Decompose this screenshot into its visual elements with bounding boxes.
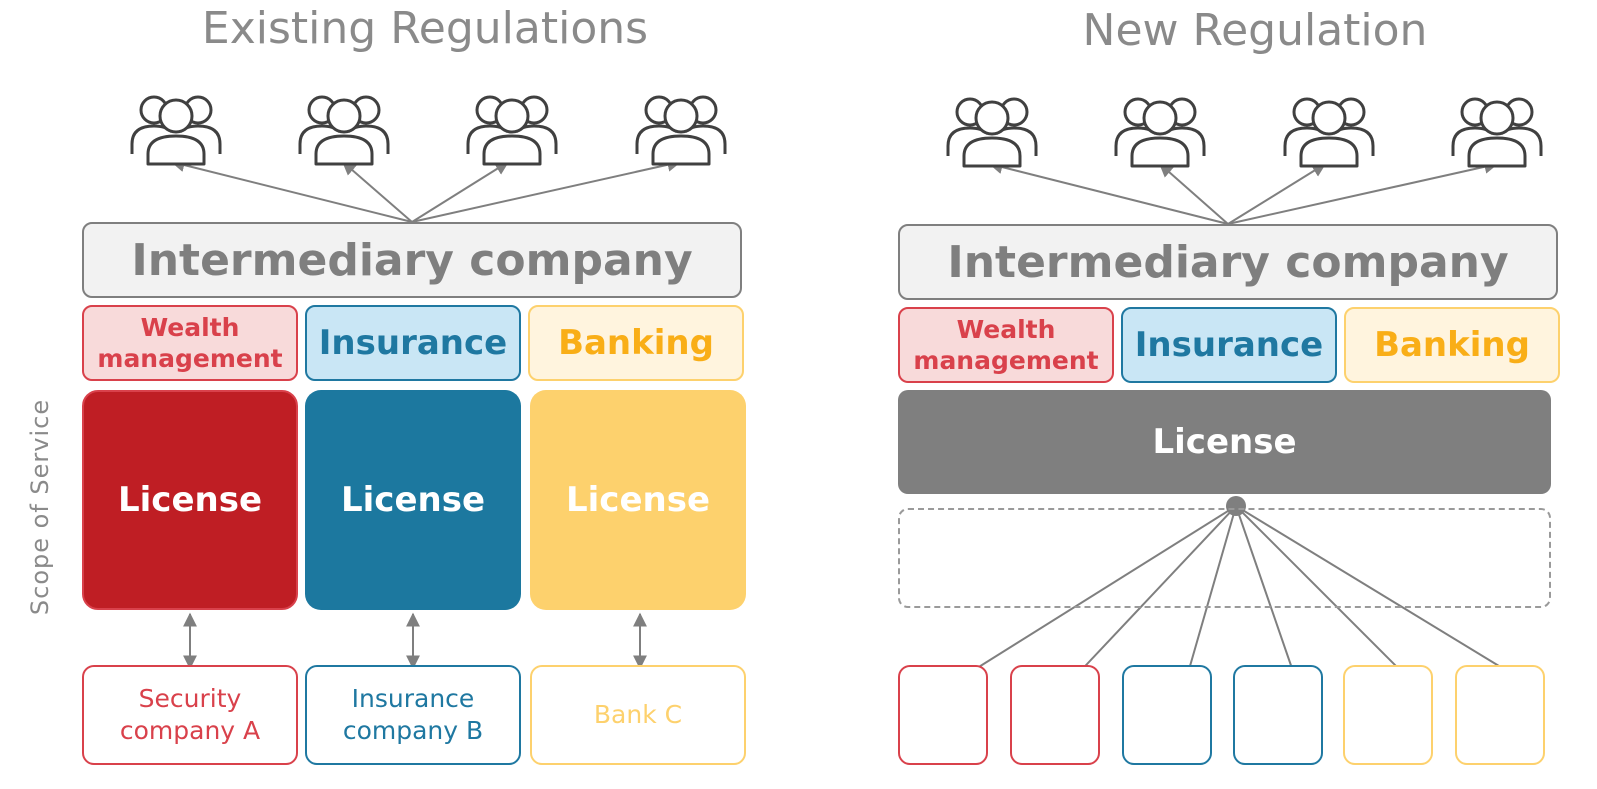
security-company-a-box: Security company A <box>82 665 298 765</box>
right-unified-license: License <box>898 390 1551 494</box>
provider-box <box>1010 665 1100 765</box>
provider-box <box>1233 665 1323 765</box>
provider-box <box>1122 665 1212 765</box>
arrow-to-provider-5 <box>1235 505 1411 681</box>
left-category-wealth: Wealth management <box>82 305 298 381</box>
arrow-to-user-4 <box>411 157 682 223</box>
right-category-insurance: Insurance <box>1121 307 1337 383</box>
left-intermediary-company: Intermediary company <box>82 222 742 298</box>
scope-of-service-label: Scope of Service <box>26 398 54 616</box>
right-scope-dashed-area <box>898 508 1551 608</box>
left-category-banking: Banking <box>528 305 744 381</box>
people-group-icon <box>1283 97 1375 168</box>
people-group-icon <box>298 95 390 166</box>
arrow-to-provider-3 <box>1182 505 1237 682</box>
right-intermediary-company: Intermediary company <box>898 224 1558 300</box>
provider-box <box>898 665 988 765</box>
left-license-wealth: License <box>82 390 298 610</box>
arrow-to-user-2 <box>341 161 413 223</box>
left-category-insurance: Insurance <box>305 305 521 381</box>
provider-box <box>1343 665 1433 765</box>
right-category-banking: Banking <box>1344 307 1560 383</box>
people-group-icon <box>130 95 222 166</box>
arrow-to-provider-4 <box>1235 505 1299 682</box>
arrow-to-user-8 <box>1227 159 1499 225</box>
left-title: Existing Regulations <box>201 2 649 54</box>
people-group-icon <box>635 95 727 166</box>
people-group-icon <box>946 97 1038 168</box>
people-group-icon <box>466 95 558 166</box>
arrow-to-provider-1 <box>956 505 1237 681</box>
insurance-company-b-box: Insurance company B <box>305 665 521 765</box>
left-license-banking: License <box>530 390 746 610</box>
right-category-wealth: Wealth management <box>898 307 1114 383</box>
left-license-insurance: License <box>305 390 521 610</box>
arrow-to-provider-2 <box>1071 505 1237 682</box>
people-group-icon <box>1114 97 1206 168</box>
right-title: New Regulation <box>1082 4 1428 56</box>
arrow-to-user-7 <box>1227 163 1327 225</box>
bank-c-box: Bank C <box>530 665 746 765</box>
provider-box <box>1455 665 1545 765</box>
arrow-to-user-3 <box>411 161 510 223</box>
arrow-to-user-5 <box>988 160 1229 225</box>
arrow-to-user-6 <box>1158 163 1229 225</box>
arrow-to-provider-6 <box>1235 505 1524 681</box>
arrow-to-user-1 <box>170 158 413 223</box>
license-hub-dot <box>1226 496 1246 516</box>
people-group-icon <box>1451 97 1543 168</box>
